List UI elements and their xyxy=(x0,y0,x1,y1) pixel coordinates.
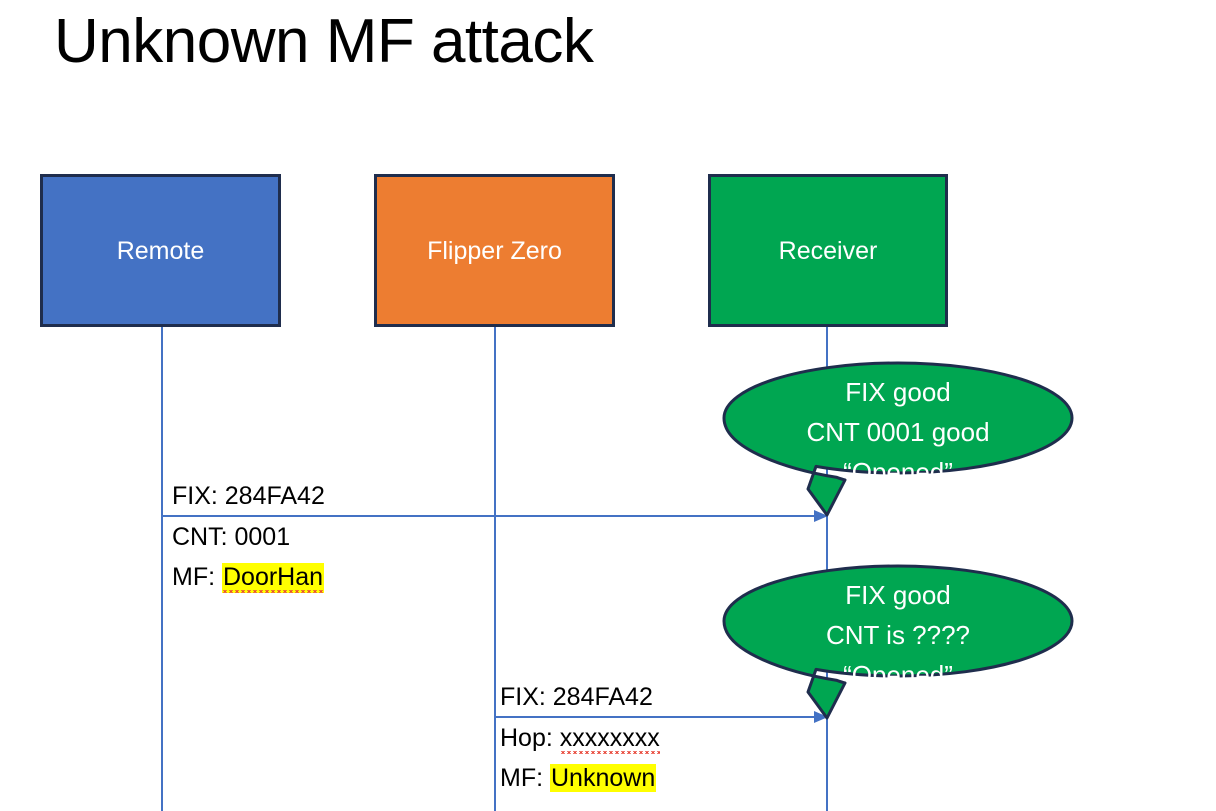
actor-box-remote[interactable]: Remote xyxy=(40,174,281,327)
message-1-mf-line: MF: DoorHan xyxy=(172,557,324,597)
actor-box-receiver[interactable]: Receiver xyxy=(708,174,948,327)
message-1-label-below: CNT: 0001 MF: DoorHan xyxy=(172,517,324,597)
actor-label-flipper-zero: Flipper Zero xyxy=(427,236,562,265)
message-2-mf-line: MF: Unknown xyxy=(500,758,660,798)
speech-bubble-receiver-1: FIX good CNT 0001 good “Opened” xyxy=(722,361,1074,518)
message-1-mf-value: DoorHan xyxy=(223,563,324,591)
speech-bubble-shape-1 xyxy=(722,361,1074,517)
message-2-mf-prefix: MF: xyxy=(500,764,550,792)
lifeline-flipper-zero xyxy=(494,327,496,811)
speech-bubble-shape-2 xyxy=(722,564,1074,720)
speech-bubble-receiver-2: FIX good CNT is ???? “Opened” xyxy=(722,564,1074,721)
actor-label-receiver: Receiver xyxy=(778,236,878,265)
message-1-cnt-line: CNT: 0001 xyxy=(172,523,291,551)
actor-label-remote: Remote xyxy=(116,236,205,265)
message-2-label-below: Hop: xxxxxxxx MF: Unknown xyxy=(500,718,660,798)
message-2-hop-prefix: Hop: xyxy=(500,724,560,752)
lifeline-remote xyxy=(161,327,163,811)
message-1-mf-prefix: MF: xyxy=(172,563,222,591)
message-2-label-above: FIX: 284FA42 xyxy=(500,683,653,711)
message-2-hop-value: xxxxxxxx xyxy=(559,724,660,752)
actor-box-flipper-zero[interactable]: Flipper Zero xyxy=(374,174,615,327)
message-2-hop-line: Hop: xxxxxxxx xyxy=(500,718,660,758)
page-title: Unknown MF attack xyxy=(54,7,594,76)
lifeline-receiver xyxy=(826,327,828,811)
message-1-label-above: FIX: 284FA42 xyxy=(172,482,325,510)
message-2-mf-value: Unknown xyxy=(550,764,657,792)
